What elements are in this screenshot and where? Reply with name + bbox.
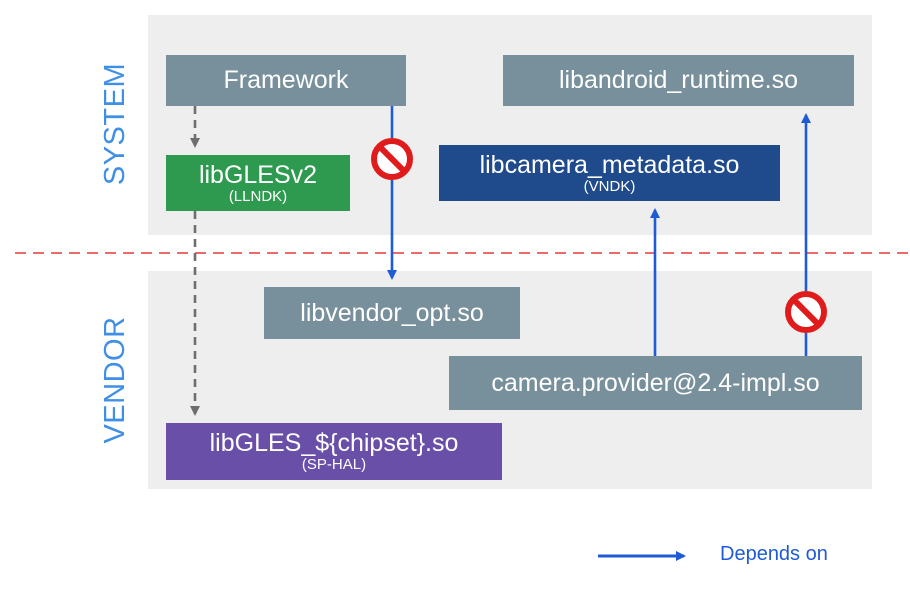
libcamera-metadata-node: libcamera_metadata.so (VNDK) — [439, 145, 780, 201]
framework-label: Framework — [223, 66, 349, 95]
no-entry-icon — [785, 291, 827, 333]
libglesv2-label: libGLESv2 — [198, 160, 318, 189]
camera-provider-node: camera.provider@2.4-impl.so — [449, 356, 862, 410]
libgles-chipset-node: libGLES_${chipset}.so (SP-HAL) — [166, 423, 502, 480]
libandroid-runtime-node: libandroid_runtime.so — [503, 55, 854, 106]
libglesv2-node: libGLESv2 (LLNDK) — [166, 155, 350, 211]
framework-node: Framework — [166, 55, 406, 106]
libgles-chipset-tag: (SP-HAL) — [301, 456, 367, 474]
no-entry-icon — [371, 138, 413, 180]
libvendor-opt-label: libvendor_opt.so — [300, 298, 484, 327]
libandroid-runtime-label: libandroid_runtime.so — [558, 66, 799, 95]
legend-depends-on-label: Depends on — [720, 543, 828, 565]
libglesv2-tag: (LLNDK) — [228, 187, 288, 205]
libcamera-metadata-label: libcamera_metadata.so — [479, 150, 740, 179]
libvendor-opt-node: libvendor_opt.so — [264, 287, 520, 339]
camera-provider-label: camera.provider@2.4-impl.so — [491, 368, 820, 397]
libcamera-metadata-tag: (VNDK) — [583, 177, 636, 195]
libgles-chipset-label: libGLES_${chipset}.so — [209, 429, 459, 457]
